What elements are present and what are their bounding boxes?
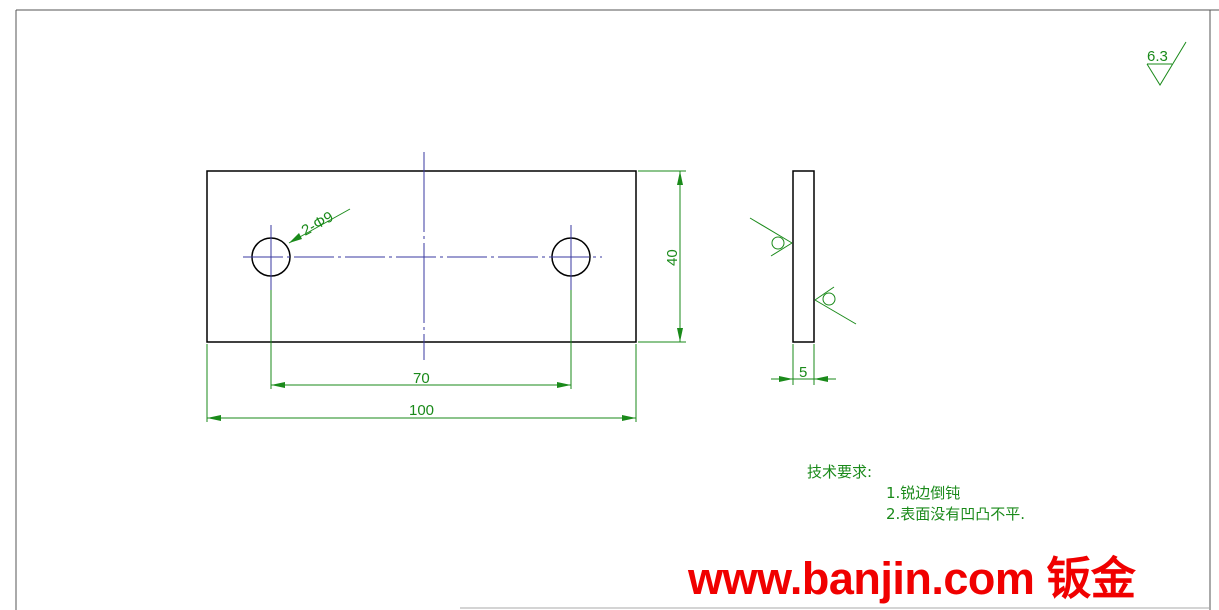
dim-hole-spacing: 70 bbox=[413, 370, 430, 387]
roughness-symbol: 6.3 bbox=[1146, 41, 1187, 86]
note-item: 1.锐边倒钝 bbox=[886, 484, 961, 502]
note-item: 2.表面没有凹凸不平. bbox=[886, 505, 1026, 523]
dim-length: 100 bbox=[409, 402, 434, 419]
roughness-value: 6.3 bbox=[1147, 48, 1168, 65]
dimensions: 40 70 100 2-Φ9 5 bbox=[206, 170, 836, 422]
dim-holes: 2-Φ9 bbox=[299, 208, 337, 239]
technical-requirements: 技术要求: 1.锐边倒钝 2.表面没有凹凸不平. bbox=[807, 462, 1025, 525]
dim-height: 40 bbox=[664, 249, 681, 266]
weld-symbols bbox=[749, 217, 857, 325]
watermark: www.banjin.com 钣金 bbox=[688, 553, 1136, 604]
notes-title: 技术要求: bbox=[807, 463, 873, 481]
front-view bbox=[206, 152, 637, 360]
side-view bbox=[749, 170, 857, 343]
plate-outline bbox=[206, 170, 637, 343]
plate-side-outline bbox=[792, 170, 815, 343]
frame-border bbox=[15, 9, 1219, 610]
center-lines bbox=[243, 152, 602, 360]
dim-thickness: 5 bbox=[799, 364, 807, 381]
